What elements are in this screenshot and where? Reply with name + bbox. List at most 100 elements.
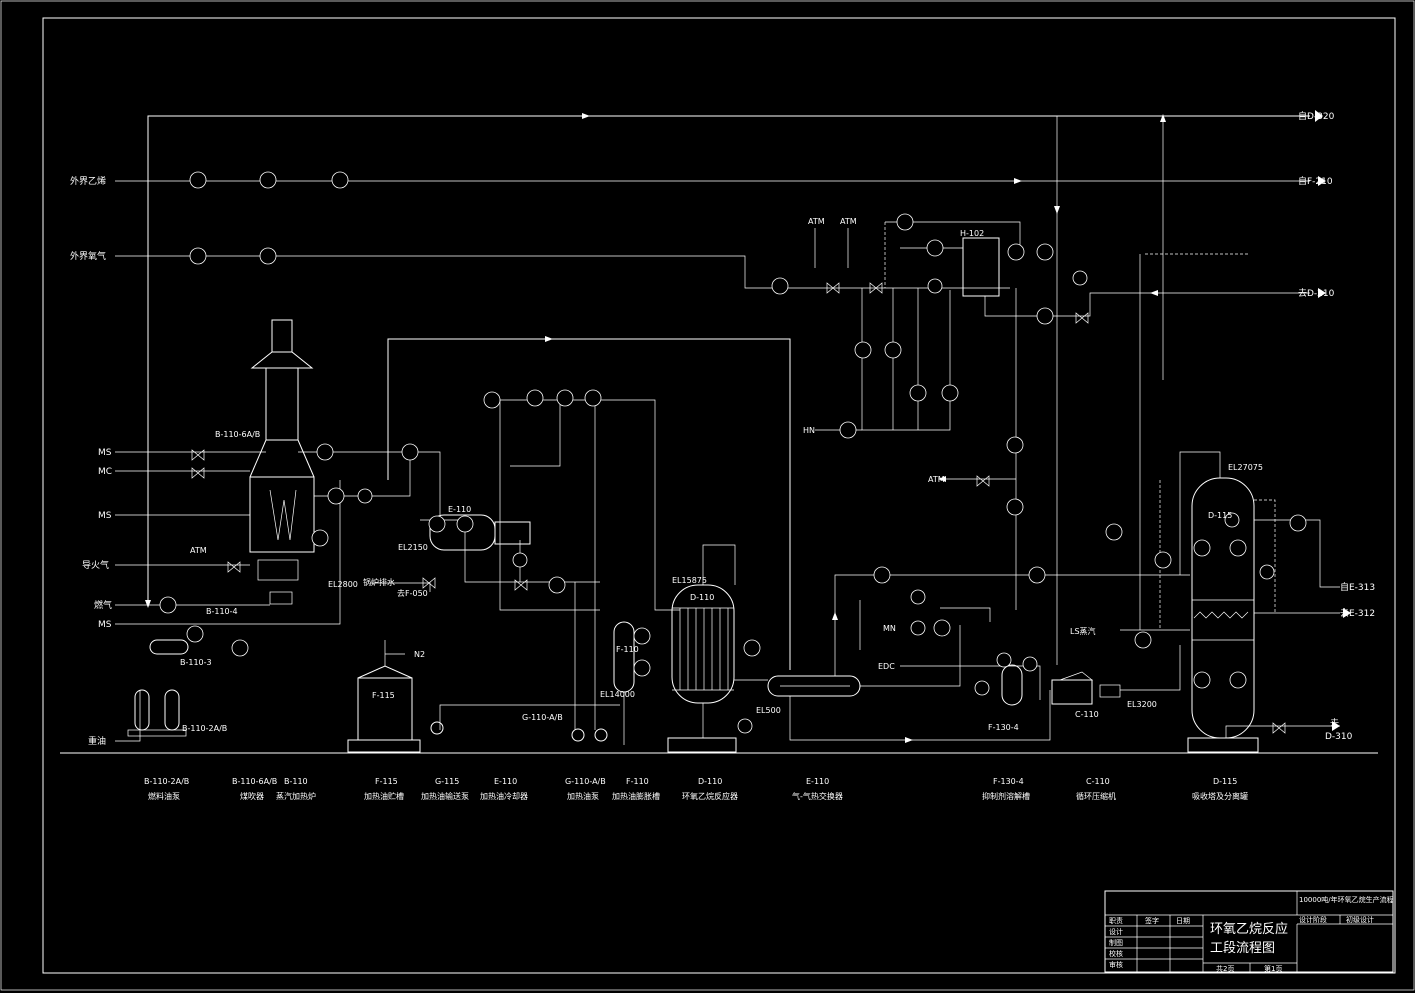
legend-name-7: 加热油膨胀槽 [612,791,660,801]
tag-b110-3: B-110-3 [180,658,212,667]
tag-h102: H-102 [960,229,984,238]
stream-ms-3: MS [98,620,112,630]
stream-from-f210: 自F-210 [1298,175,1333,187]
heating-oil-circuit [370,338,791,730]
tag-b110-4: B-110-4 [206,607,238,616]
stream-ms-2: MS [98,511,112,521]
tb-title-line2: 工段流程图 [1210,941,1275,956]
legend-name-11: 循环压缩机 [1076,791,1116,801]
legend-tag-12: D-115 [1213,777,1237,786]
tb-col-sign: 签字 [1145,916,1159,925]
legend-name-5: 加热油冷却器 [480,791,528,801]
legend-tag-3: F-115 [375,777,398,786]
cooler-e110 [429,514,531,551]
legend-name-6: 加热油泵 [567,791,599,801]
inhibitor-tank-and-compressor [900,607,1190,706]
tb-row-3: 校核 [1109,949,1123,958]
legend-name-8: 环氧乙烷反应器 [682,791,738,801]
tb-row-0: 职责 [1109,916,1123,925]
legend-name-10: 抑制剂溶解槽 [982,791,1030,801]
reactor-d110 [667,544,737,753]
pumps [127,639,608,742]
tag-b110-6ab: B-110-6A/B [215,430,260,439]
legend-tag-5: E-110 [494,777,517,786]
stream-to-e312: 去E-312 [1340,607,1375,619]
elev-el500: EL500 [756,706,781,715]
n2-label: N2 [414,650,425,659]
tb-title-line1: 环氧乙烷反应 [1210,921,1288,937]
legend-tag-2: B-110 [284,777,308,786]
legend-tag-11: C-110 [1086,777,1110,786]
tag-f110: F-110 [616,645,639,654]
valve-symbols [191,282,1286,734]
legend-name-1: 煤吹器 [240,791,264,801]
elev-el2800: EL2800 [328,580,358,589]
tb-row-4: 审核 [1109,960,1123,969]
legend-name-9: 气-气热交换器 [792,791,843,801]
tb-sheet-no: 第1页 [1264,964,1282,973]
tag-g110-ab: G-110-A/B [522,713,563,722]
stream-mc: MC [98,467,112,477]
stream-pilot-gas: 导火气 [82,559,109,571]
tb-col-date: 日期 [1176,917,1190,925]
legend-tag-6: G-110-A/B [565,777,606,786]
absorber-d115 [1159,451,1340,753]
tb-row-2: 制图 [1109,938,1123,947]
furnace-b110 [249,319,315,605]
elev-el14000: EL14000 [600,690,635,699]
tank-f115 [347,640,620,753]
stream-ms-1: MS [98,448,112,458]
stream-from-e313: 自E-313 [1340,581,1375,593]
legend-name-3: 加热油贮槽 [364,791,404,801]
stream-oxygen: 外界氧气 [70,250,106,262]
tb-sheets-total: 共2页 [1216,964,1234,973]
elev-el15875: EL15875 [672,576,707,585]
legend-name-12: 吸收塔及分离罐 [1192,791,1248,801]
tag-f130-4: F-130-4 [988,723,1019,732]
tag-f115: F-115 [372,691,395,700]
elev-el3200: EL3200 [1127,700,1157,709]
tank-f110 [613,621,635,745]
tb-row-1: 设计 [1109,927,1123,936]
left-stream-lines [115,450,441,742]
atm-label-1: ATM [190,546,207,555]
exchanger-gas-gas [734,574,1190,741]
atm-label-2: ATM [808,217,825,226]
tag-b110-2ab: B-110-2A/B [182,724,227,733]
title-block [1104,890,1394,973]
legend-tag-0: B-110-2A/B [144,777,189,786]
tb-project: 10000吨/年环氧乙烷生产流程 [1299,895,1394,904]
stream-to: 去 [1330,717,1339,729]
flow-arrows [145,110,1351,743]
legend-tag-10: F-130-4 [993,777,1024,786]
tag-c110: C-110 [1075,710,1099,719]
stream-fuel-gas: 燃气 [94,599,112,611]
legend-name-0: 燃料油泵 [148,791,180,801]
tag-e110: E-110 [448,505,471,514]
tag-d115: D-115 [1208,511,1232,520]
stream-d310: D-310 [1325,732,1353,742]
legend-tag-4: G-115 [435,777,459,786]
stream-from-d320: 自D-320 [1298,110,1335,122]
legend-name-4: 加热油输送泵 [421,791,469,801]
ls-steam-label: LS蒸汽 [1070,626,1096,636]
stream-to-d210: 去D-210 [1298,287,1335,299]
atm-label-4: ATM [928,475,945,484]
instrument-bubbles [159,171,1307,734]
legend-tag-7: F-110 [626,777,649,786]
legend-name-2: 蒸汽加热炉 [276,791,316,801]
tb-stage-value: 初级设计 [1346,915,1374,924]
hn-label: HN [803,426,815,435]
equipment-legend: B-110-2A/B 燃料油泵 B-110-6A/B 煤吹器 B-110 蒸汽加… [144,777,1248,801]
elev-el27075: EL27075 [1228,463,1263,472]
boiler-drain-label: 锅炉排水 [363,577,395,587]
stream-ethylene: 外界乙烯 [70,175,106,187]
stream-heavy-oil: 重油 [88,735,106,747]
drawing-frame [42,17,1396,974]
legend-tag-1: B-110-6A/B [232,777,277,786]
tag-d110: D-110 [690,593,714,602]
legend-tag-8: D-110 [698,777,722,786]
tb-stage-label: 设计阶段 [1299,915,1327,924]
